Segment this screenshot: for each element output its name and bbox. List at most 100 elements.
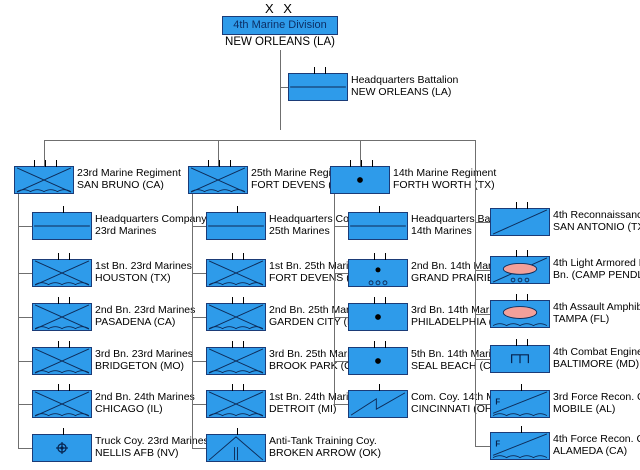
subordinate-spine-1 xyxy=(192,194,193,448)
unit-name: 3rd Bn. 25th Marines xyxy=(269,348,367,360)
subordinate-connector xyxy=(334,226,348,227)
unit-name: Anti-Tank Training Coy. xyxy=(269,435,377,447)
unit-symbol-infantry-amphibious xyxy=(188,160,248,194)
subordinate-connector xyxy=(192,361,206,362)
unit-location: PASADENA (CA) xyxy=(95,316,176,328)
unit-symbol-headquarters-unit xyxy=(32,206,92,240)
unit-name: 2nd Bn. 14th Marines xyxy=(411,260,511,272)
echelon-marks xyxy=(491,384,549,391)
echelon-marks xyxy=(349,253,407,260)
separate-unit-connector xyxy=(475,222,490,223)
unit-name: 25th Marine Regiment xyxy=(251,167,355,179)
unit-location: CINCINNATI (OH) xyxy=(411,403,496,415)
unit-label: 4th Combat Engineer Bn.BALTIMORE (MD) xyxy=(553,346,640,370)
unit-name: 3rd Bn. 14th Marines xyxy=(411,304,509,316)
node-col-separate-5: F 4th Force Recon. Coy.ALAMEDA (CA) xyxy=(490,426,640,460)
unit-location: ALAMEDA (CA) xyxy=(553,445,628,457)
unit-symbol-recon xyxy=(490,202,550,236)
echelon-marks xyxy=(33,206,91,213)
unit-name: 2nd Bn. 25th Marines xyxy=(269,304,369,316)
unit-name: 4th Force Recon. Coy. xyxy=(553,433,640,445)
echelon-marks xyxy=(331,160,389,167)
unit-symbol-headquarters-unit xyxy=(288,67,348,101)
unit-location: SEAL BEACH (CA) xyxy=(411,360,502,372)
subordinate-connector xyxy=(334,317,348,318)
unit-symbol-artillery xyxy=(348,297,408,331)
unit-location: CHICAGO (IL) xyxy=(95,403,163,415)
unit-location: TAMPA (FL) xyxy=(553,313,610,325)
unit-name: Truck Coy. 23rd Marines xyxy=(95,435,209,447)
unit-location: DETROIT (MI) xyxy=(269,403,337,415)
unit-symbol-force-recon: F xyxy=(490,426,550,460)
separate-unit-connector xyxy=(475,359,490,360)
unit-name: 1st Bn. 25th Marines xyxy=(269,260,366,272)
unit-name: 4th Light Armored Recon. xyxy=(553,257,640,269)
unit-symbol-combat-engineer xyxy=(490,339,550,373)
unit-symbol-force-recon: F xyxy=(490,384,550,418)
subordinate-connector xyxy=(18,226,32,227)
separate-unit-connector xyxy=(475,314,490,315)
node-col-separate-1: 4th Light Armored Recon.Bn. (CAMP PENDLE… xyxy=(490,250,640,284)
unit-location: BRIDGETON (MO) xyxy=(95,360,185,372)
unit-symbol-infantry-amphibious xyxy=(32,297,92,331)
unit-name: 2nd Bn. 23rd Marines xyxy=(95,304,196,316)
subordinate-spine-0 xyxy=(18,194,19,448)
unit-name: 3rd Bn. 23rd Marines xyxy=(95,348,194,360)
unit-location: 14th Marines xyxy=(411,225,472,237)
unit-label: 4th Light Armored Recon.Bn. (CAMP PENDLE… xyxy=(553,257,640,281)
unit-location: SAN BRUNO (CA) xyxy=(77,179,164,191)
node-col-separate-0: 4th Reconnaissance Bn.SAN ANTONIO (TX) xyxy=(490,202,640,236)
echelon-marks xyxy=(491,339,549,346)
unit-location: BALTIMORE (MD) xyxy=(553,358,640,370)
unit-location: NELLIS AFB (NV) xyxy=(95,447,179,459)
echelon-marks xyxy=(33,253,91,260)
unit-label: 4th Assault Amphibian Bn.TAMPA (FL) xyxy=(553,301,640,325)
echelon-marks xyxy=(33,297,91,304)
separate-units-spine xyxy=(475,140,476,446)
unit-symbol-artillery xyxy=(330,160,390,194)
unit-symbol-artillery-wheeled xyxy=(348,253,408,287)
unit-name: Headquarters Company xyxy=(95,213,207,225)
unit-symbol-infantry-amphibious xyxy=(32,341,92,375)
unit-location: 25th Marines xyxy=(269,225,330,237)
subordinate-connector xyxy=(334,404,348,405)
unit-location: PHILADELPHIA (PA) xyxy=(411,316,509,328)
unit-symbol-anti-tank xyxy=(206,428,266,462)
unit-label: 4th Force Recon. Coy.ALAMEDA (CA) xyxy=(553,433,640,457)
subordinate-connector xyxy=(18,448,32,449)
division-location: NEW ORLEANS (LA) xyxy=(225,36,335,48)
unit-name: 3rd Force Recon. Coy. xyxy=(553,391,640,403)
echelon-marks xyxy=(207,253,265,260)
unit-symbol-assault-amphibian xyxy=(490,294,550,328)
svg-text:F: F xyxy=(495,440,500,449)
unit-location: BROOK PARK (OH) xyxy=(269,360,364,372)
unit-symbol-artillery xyxy=(348,341,408,375)
unit-name: 23rd Marine Regiment xyxy=(77,167,181,179)
unit-symbol-infantry-amphibious xyxy=(206,341,266,375)
unit-location: Bn. (CAMP PENDLETON xyxy=(553,269,640,281)
echelon-marks xyxy=(491,426,549,433)
hq-battalion-connector xyxy=(280,87,288,88)
svg-text:F: F xyxy=(495,398,500,407)
echelon-marks xyxy=(207,384,265,391)
unit-label: 4th Reconnaissance Bn.SAN ANTONIO (TX) xyxy=(553,209,640,233)
echelon-marks xyxy=(207,297,265,304)
